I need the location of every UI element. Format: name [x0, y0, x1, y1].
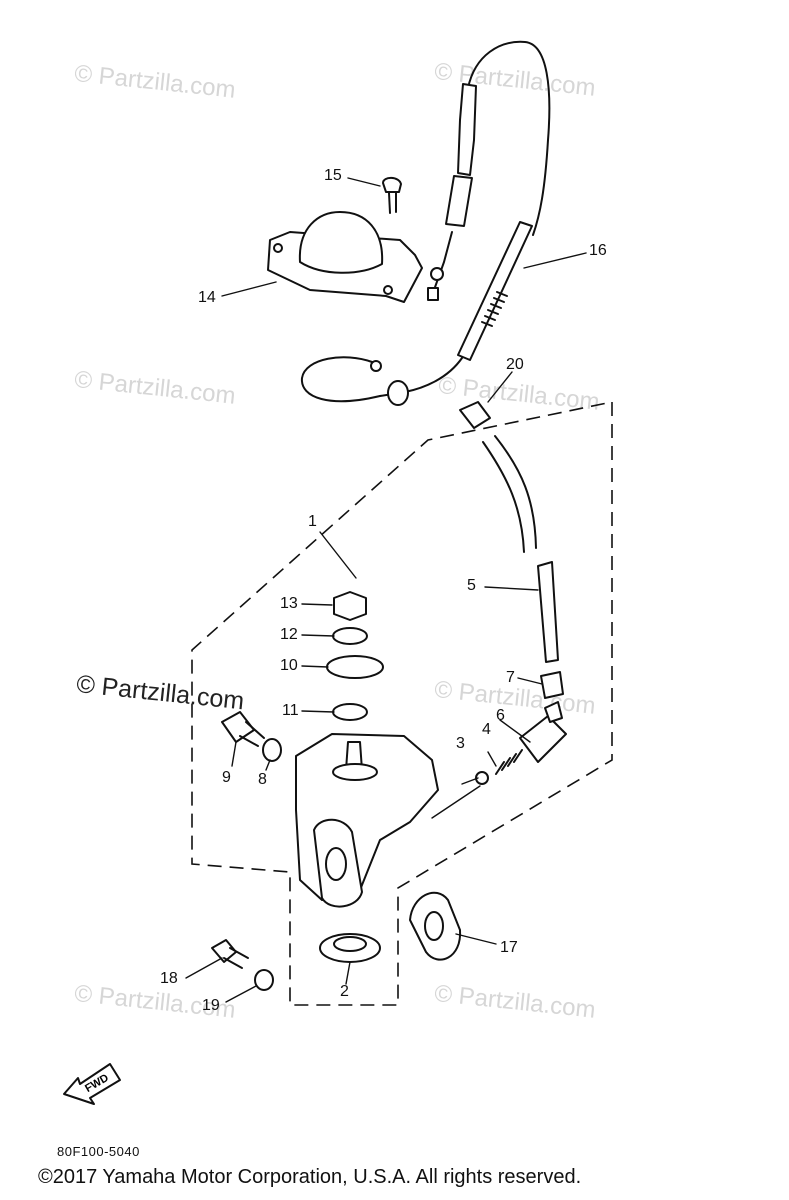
leader-line	[185, 957, 223, 979]
callout-7: 7	[506, 669, 515, 686]
cover-bolt-hole	[273, 243, 283, 253]
callout-17: 17	[500, 939, 518, 956]
cover-screw-shank	[388, 192, 397, 214]
leader-line	[517, 677, 543, 685]
leader-line	[301, 603, 333, 606]
leader-line	[484, 586, 539, 591]
rod-link	[433, 231, 453, 291]
pump-gear	[332, 763, 378, 781]
cable-end	[370, 360, 382, 372]
bolt-18-thread	[223, 947, 249, 969]
callout-10: 10	[280, 657, 298, 674]
copyright-notice: ©2017 Yamaha Motor Corporation, U.S.A. A…	[38, 1166, 582, 1188]
washer-8	[262, 738, 282, 762]
callout-12: 12	[280, 626, 298, 643]
callout-3: 3	[456, 735, 465, 752]
leader-line	[347, 177, 381, 187]
fwd-arrow	[63, 1063, 121, 1105]
washer-10	[326, 655, 384, 679]
leader-line	[301, 665, 329, 668]
elbow-fitting	[519, 715, 567, 763]
callout-14: 14	[198, 289, 216, 306]
leader-line	[221, 281, 277, 297]
control-rod-lower	[445, 175, 473, 227]
leader-line	[455, 933, 497, 945]
hose-upper	[482, 435, 537, 553]
leader-line	[461, 777, 479, 785]
control-rod	[457, 83, 477, 176]
check-ball	[475, 771, 489, 785]
callout-15: 15	[324, 167, 342, 184]
pump-body	[295, 733, 439, 901]
gasket-hole	[424, 911, 444, 941]
diagram-code: 80F100-5040	[57, 1144, 140, 1159]
callout-8: 8	[258, 771, 267, 788]
leader-line	[265, 759, 271, 771]
assembly-outline	[191, 401, 613, 1006]
hose-lower	[537, 561, 559, 663]
callout-18: 18	[160, 970, 178, 987]
cable-sheath	[457, 221, 533, 361]
leader-line	[523, 252, 587, 269]
cable-outer	[467, 40, 551, 236]
bolt-9-thread	[239, 721, 265, 747]
rod-link-ball	[430, 267, 444, 281]
leader-line	[487, 751, 497, 767]
pump-cover-dome	[298, 211, 384, 274]
callout-6: 6	[496, 707, 505, 724]
callout-9: 9	[222, 769, 231, 786]
oil-seal-inner	[333, 936, 367, 952]
cover-bolt-hole	[383, 285, 393, 295]
callout-19: 19	[202, 997, 220, 1014]
pump-flange-hole	[325, 847, 347, 881]
leader-line	[231, 741, 237, 767]
washer-12	[332, 627, 368, 645]
cable-grommet	[387, 380, 409, 406]
elbow-nipple	[544, 701, 563, 723]
check-spring	[495, 749, 523, 775]
callout-20: 20	[506, 356, 524, 373]
callout-5: 5	[467, 577, 476, 594]
hose-clip-7	[540, 671, 564, 699]
leader-line	[301, 634, 335, 637]
callout-2: 2	[340, 983, 349, 1000]
callout-13: 13	[280, 595, 298, 612]
washer-11	[332, 703, 368, 721]
leader-line	[319, 531, 357, 579]
leader-line	[499, 719, 531, 743]
leader-line	[487, 371, 513, 403]
hose-fitting-20	[459, 401, 491, 429]
callout-1: 1	[308, 513, 317, 530]
cable-tail	[300, 356, 381, 403]
leader-line	[345, 961, 351, 985]
rod-link-end	[427, 287, 439, 301]
bolt-9	[221, 711, 255, 743]
leader-line	[431, 785, 481, 819]
nut-13	[333, 591, 367, 621]
leader-line	[301, 710, 335, 713]
callout-11: 11	[282, 702, 299, 719]
callout-16: 16	[589, 242, 607, 259]
washer-19	[254, 969, 274, 991]
cover-screw	[382, 176, 402, 193]
cable-spring	[481, 291, 508, 327]
leader-line	[225, 985, 257, 1003]
callout-4: 4	[482, 721, 491, 738]
